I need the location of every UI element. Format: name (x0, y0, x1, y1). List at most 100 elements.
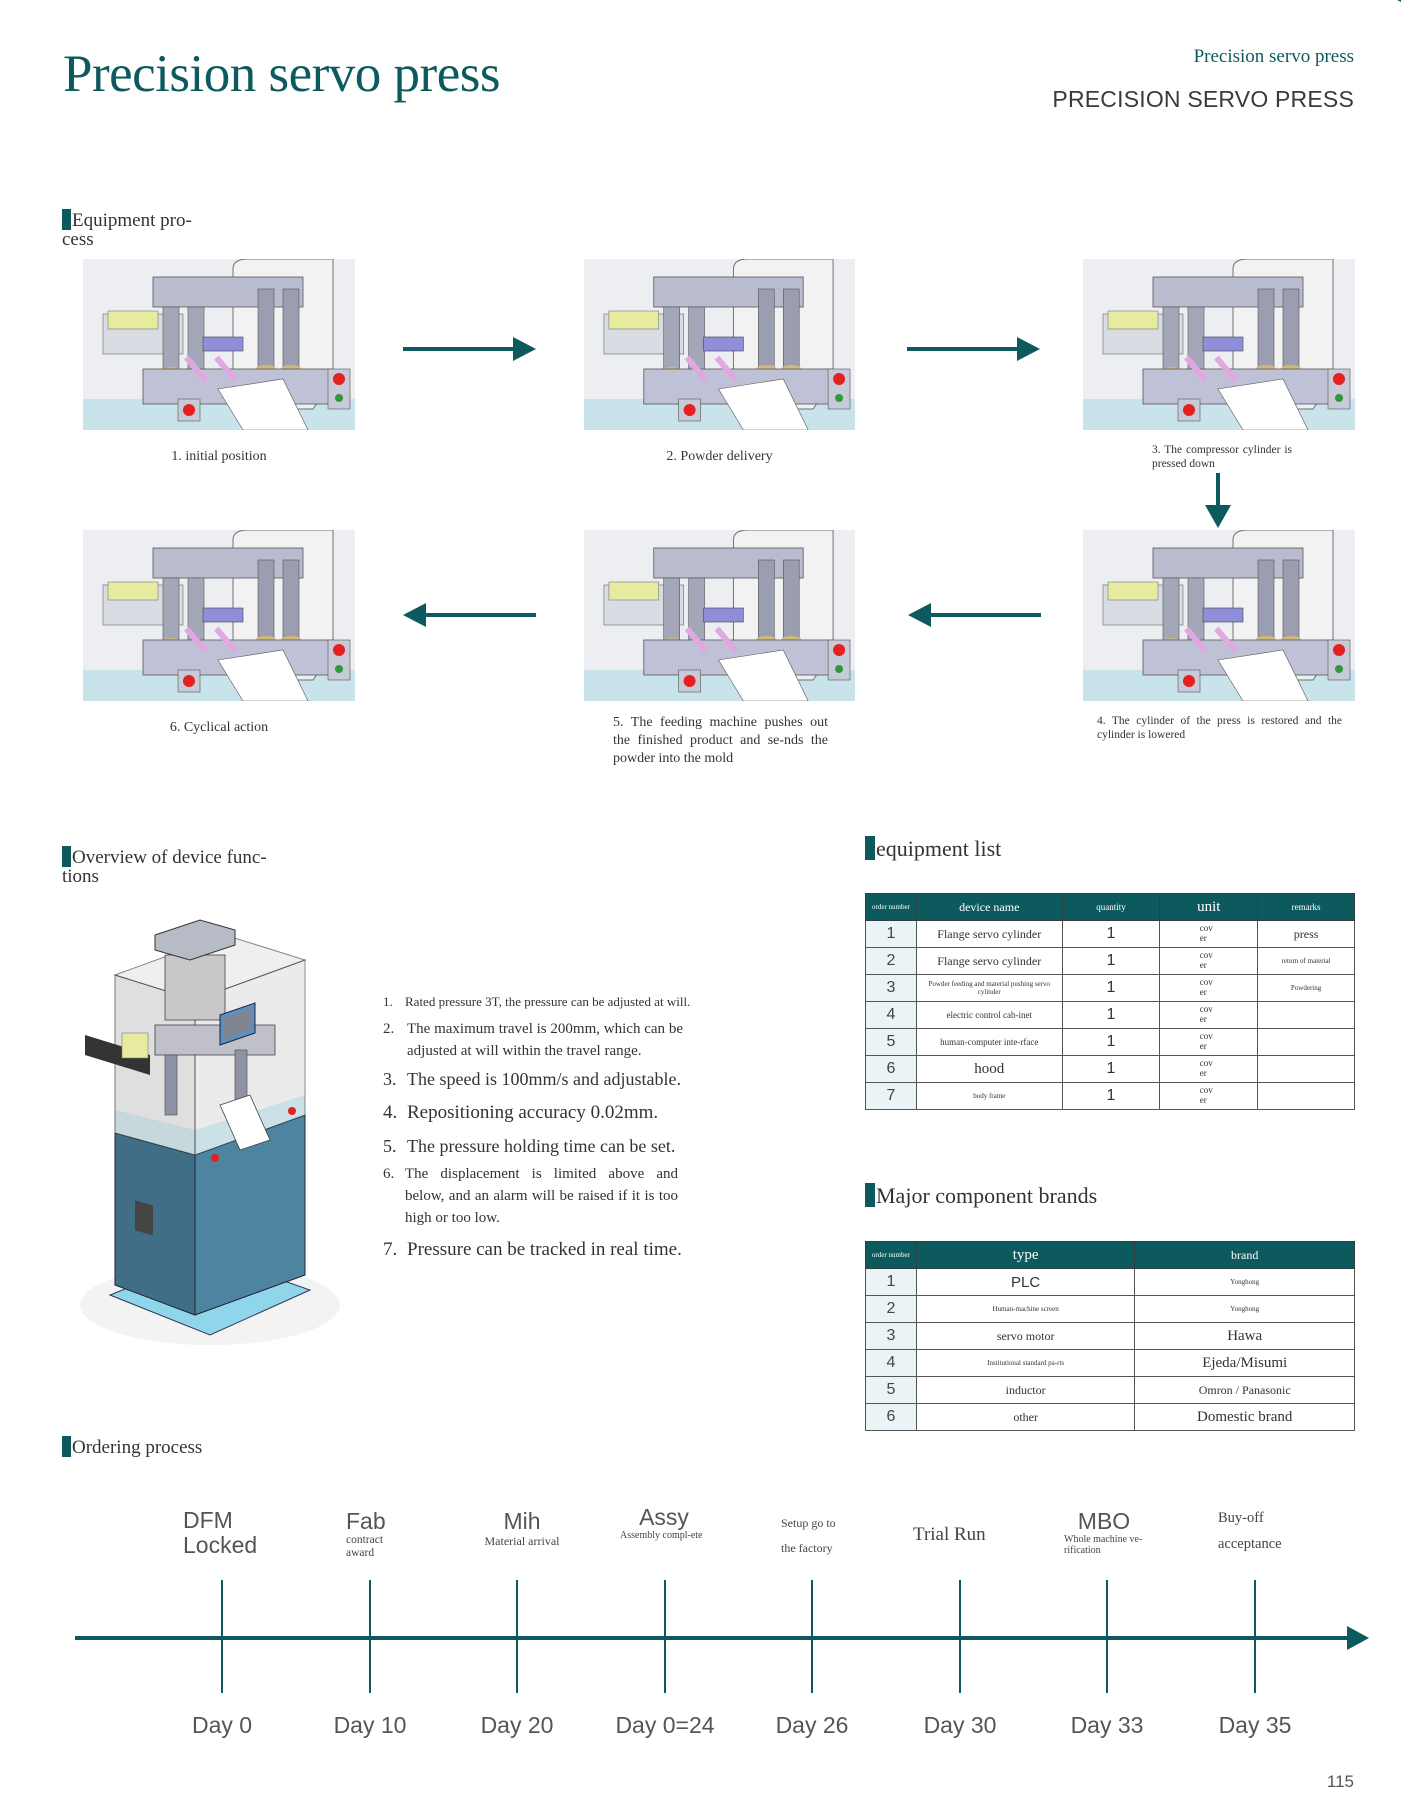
cell-type: Human-machine screen (915, 1295, 1136, 1323)
page-title: Precision servo press (63, 45, 500, 103)
timeline-tick (369, 1580, 371, 1693)
arrow-right-icon (403, 337, 536, 361)
feature-item: 4.Repositioning accuracy 0.02mm. (383, 1102, 659, 1123)
cell-quantity: 1 (1061, 1028, 1161, 1056)
cell-order-number: 4 (865, 1001, 917, 1029)
milestone-title: Fab (346, 1508, 386, 1534)
milestone-desc: Setup go to the factory (781, 1516, 836, 1555)
arrow-left-icon (908, 603, 1041, 627)
equipment-table: order number device name quantity unit r… (865, 893, 1355, 1110)
cell-type: other (915, 1403, 1136, 1431)
cell-order-number: 3 (865, 974, 917, 1002)
timeline-day-label: Day 35 (1218, 1712, 1292, 1738)
timeline-tick (811, 1580, 813, 1693)
process-caption-2: 2. Powder delivery (666, 449, 773, 464)
col-header: order number (865, 893, 917, 921)
timeline-tick (664, 1580, 666, 1693)
cell-order-number: 6 (865, 1403, 917, 1431)
cell-quantity: 1 (1061, 947, 1161, 975)
section-title: Equipment pro- cess (62, 210, 192, 250)
section-header-equipment-process: Equipment pro- cess (62, 190, 232, 249)
timeline-tick (1254, 1580, 1256, 1693)
feature-item: 5.The pressure holding time can be set. (383, 1136, 676, 1156)
arrow-right-icon (907, 337, 1040, 361)
milestone-fab: Fab contract award (346, 1509, 396, 1560)
cell-order-number: 3 (865, 1322, 917, 1350)
cell-order-number: 1 (865, 920, 917, 948)
timeline-arrowhead-icon (1347, 1626, 1369, 1650)
milestone-desc: Buy-off acceptance (1218, 1510, 1282, 1552)
process-caption-3: 3. The compressor cylinder is pressed do… (1152, 444, 1292, 470)
milestone-mih: Mih Material arrival (472, 1509, 572, 1549)
section-title: Ordering process (72, 1437, 203, 1458)
process-image-6 (83, 530, 355, 701)
col-header: type (915, 1241, 1136, 1269)
timeline-line (75, 1636, 1350, 1640)
col-header: unit (1159, 893, 1259, 921)
process-caption-4: 4. The cylinder of the press is restored… (1097, 715, 1342, 741)
cell-unit: cov er (1159, 974, 1259, 1002)
milestone-buy-off: Buy-off acceptance (1218, 1505, 1298, 1557)
milestone-setup: Setup go to the factory (781, 1511, 851, 1561)
arrow-down-icon (1205, 473, 1231, 528)
cell-device-name: human-computer inte-rface (915, 1028, 1063, 1056)
cell-brand: Ejeda/Misumi (1134, 1349, 1355, 1377)
cell-quantity: 1 (1061, 1055, 1161, 1083)
cell-type: inductor (915, 1376, 1136, 1404)
milestone-desc: contract award (346, 1534, 384, 1559)
milestone-desc: Assembly compl-ete (620, 1530, 703, 1541)
process-image-4 (1083, 530, 1355, 701)
cell-order-number: 6 (865, 1055, 917, 1083)
cell-quantity: 1 (1061, 920, 1161, 948)
cell-device-name: electric control cab-inet (915, 1001, 1063, 1029)
process-image-5 (584, 530, 855, 701)
milestone-trial-run: Trial Run (913, 1524, 986, 1546)
cell-order-number: 1 (865, 1268, 917, 1296)
cell-unit: cov er (1159, 947, 1259, 975)
timeline-day-label: Day 0=24 (615, 1712, 715, 1738)
process-caption-5: 5. The feeding machine pushes out the fi… (613, 715, 828, 766)
section-marker (62, 1436, 71, 1457)
milestone-title: Assy (639, 1504, 689, 1530)
cell-type: Institutional standard pa-rts (915, 1349, 1136, 1377)
timeline-day-label: Day 30 (923, 1712, 997, 1738)
feature-item: 2.The maximum travel is 200mm, which can… (383, 1021, 683, 1059)
cell-remarks: press (1257, 920, 1355, 948)
press-machine-image (70, 915, 350, 1345)
cell-device-name: Flange servo cylinder (915, 920, 1063, 948)
cell-device-name: hood (915, 1055, 1063, 1083)
cell-device-name: Powder feeding and material pushing serv… (915, 974, 1063, 1002)
section-title: equipment list (876, 836, 1002, 861)
cell-order-number: 4 (865, 1349, 917, 1377)
timeline-day-label: Day 20 (480, 1712, 554, 1738)
process-caption-6: 6. Cyclical action (169, 720, 269, 735)
col-header: device name (915, 893, 1063, 921)
arrow-left-icon (403, 603, 536, 627)
feature-item: 7.Pressure can be tracked in real time. (383, 1239, 682, 1260)
section-header-overview: Overview of device func- tions (62, 827, 302, 886)
timeline-tick (221, 1580, 223, 1693)
process-image-1 (83, 259, 355, 430)
corner-decoration (1361, 0, 1401, 26)
cell-remarks: return of material (1257, 947, 1355, 975)
section-marker (62, 209, 71, 230)
milestone-title: Trial Run (913, 1524, 986, 1545)
cell-quantity: 1 (1061, 1082, 1161, 1110)
milestone-desc: Material arrival (484, 1534, 560, 1548)
milestone-title: DFM Locked (183, 1507, 258, 1558)
timeline-tick (516, 1580, 518, 1693)
timeline-day-label: Day 10 (333, 1712, 407, 1738)
section-marker (865, 836, 875, 860)
cell-remarks (1257, 1001, 1355, 1029)
cell-remarks (1257, 1055, 1355, 1083)
milestone-dfm: DFM Locked (183, 1508, 273, 1558)
